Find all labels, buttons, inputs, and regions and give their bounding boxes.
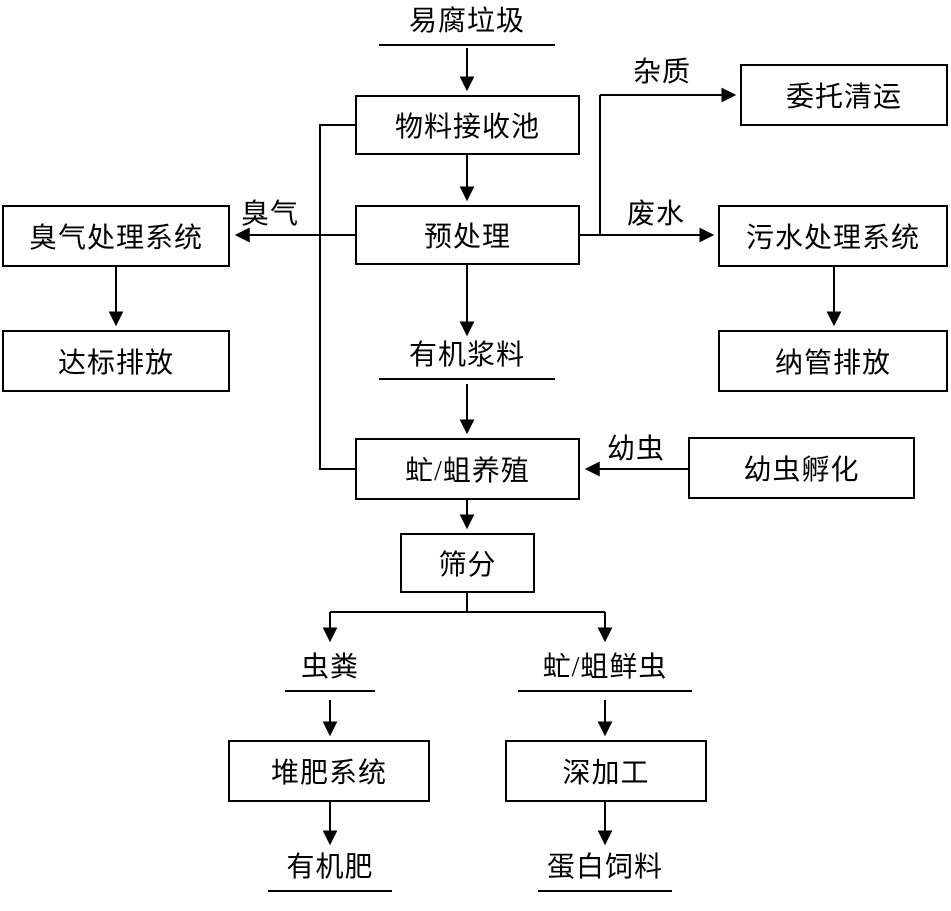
label-organic-fertilizer: 有机肥 — [268, 852, 392, 892]
edge-label-wastewater: 废水 — [626, 199, 686, 230]
label-protein-feed: 蛋白饲料 — [538, 852, 672, 892]
edge-label-larvae: 幼虫 — [606, 434, 666, 465]
node-larva-hatching: 幼虫孵化 — [688, 437, 915, 499]
node-pretreatment: 预处理 — [355, 205, 580, 265]
label-fresh-insects: 虻/蛆鲜虫 — [518, 652, 692, 692]
edge-label-odor: 臭气 — [240, 199, 300, 230]
node-screening: 筛分 — [400, 533, 535, 593]
label-insect-manure: 虫粪 — [285, 652, 375, 692]
node-fly-maggot-breeding: 虻/蛆养殖 — [355, 438, 580, 500]
label-perishable-waste: 易腐垃圾 — [379, 6, 555, 46]
node-deep-processing: 深加工 — [505, 740, 707, 802]
node-standard-discharge: 达标排放 — [2, 330, 230, 392]
node-pipe-discharge: 纳管排放 — [718, 330, 948, 392]
node-composting-system: 堆肥系统 — [228, 740, 430, 802]
node-odor-treatment-system: 臭气处理系统 — [2, 205, 230, 267]
node-sewage-treatment-system: 污水处理系统 — [718, 205, 948, 267]
node-entrusted-removal: 委托清运 — [740, 64, 948, 126]
node-material-receiving-pool: 物料接收池 — [355, 95, 580, 155]
label-organic-slurry: 有机浆料 — [379, 340, 555, 380]
edge-label-impurities: 杂质 — [632, 57, 692, 88]
line-odor-collection — [319, 124, 355, 470]
